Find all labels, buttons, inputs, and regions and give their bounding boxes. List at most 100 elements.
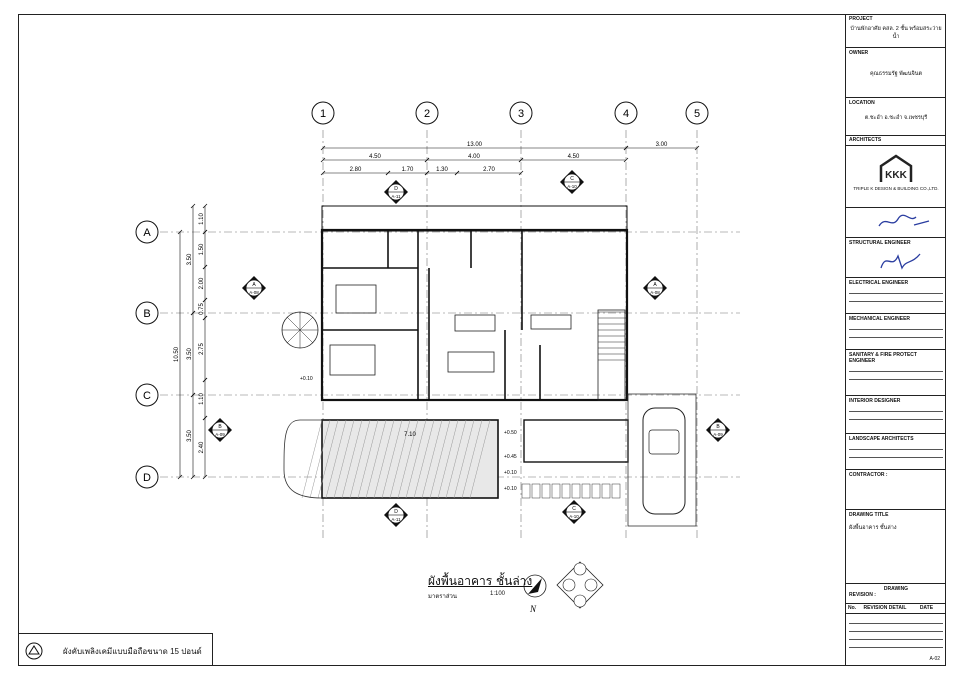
dim-tick	[518, 170, 524, 176]
tb-contractor: CONTRACTOR :	[846, 470, 946, 510]
section-tag: A-10	[567, 184, 577, 189]
step	[531, 483, 541, 499]
terrace-hatch	[421, 419, 443, 499]
car	[642, 407, 686, 515]
tb-electrical: ELECTRICAL ENGINEER	[846, 278, 946, 314]
tb-structural: STRUCTURAL ENGINEER	[846, 238, 946, 278]
tb-signoff: A-02	[846, 614, 946, 666]
svg-text:KKK: KKK	[885, 170, 907, 181]
terrace-hatch	[349, 419, 371, 499]
terrace-hatch	[341, 419, 363, 499]
grid-bubble-col	[311, 101, 335, 125]
section-letter: D	[394, 509, 398, 515]
dim-tick	[320, 170, 326, 176]
dim-left-mid: 3.50	[187, 430, 193, 442]
step	[521, 483, 531, 499]
dim-tick	[202, 264, 208, 270]
section-tag: A-08	[249, 290, 259, 295]
section-letter: A	[252, 282, 256, 288]
step	[611, 483, 621, 499]
grid-label-col: 4	[623, 108, 629, 120]
terrace-hatch	[413, 419, 435, 499]
grid-label-row: C	[143, 390, 151, 402]
grid-bubble-row	[135, 465, 159, 489]
scale-value: 1:100	[490, 591, 506, 597]
section-tag: A-08	[650, 290, 660, 295]
dim-tick	[202, 474, 208, 480]
dim-sub: 1.30	[436, 167, 448, 173]
dim-tick	[454, 170, 460, 176]
step	[541, 483, 551, 499]
level-mark: +0.50	[504, 430, 517, 436]
dim-tick	[190, 310, 196, 316]
key-plan-bubble	[573, 594, 587, 608]
plan-title: ผังพื้นอาคาร ชั้นล่าง	[428, 574, 533, 588]
dim-tick	[424, 170, 430, 176]
north-label: N	[529, 604, 537, 614]
dim-tick	[190, 203, 196, 209]
grid-bubble-row	[135, 301, 159, 325]
key-plan-icon	[556, 561, 604, 609]
dim-left-sub: 1.50	[199, 243, 205, 255]
terrace-hatch	[373, 419, 395, 499]
dim-left-sub: 2.40	[199, 441, 205, 453]
dim-tick	[177, 474, 183, 480]
section-tag: A-09	[713, 432, 723, 437]
legend-text: ผังคับเพลิงเคมีแบบมือถือขนาด 15 ปอนด์	[63, 647, 202, 656]
dim-left-mid: 3.50	[187, 348, 193, 360]
dim-tick	[424, 157, 430, 163]
dim-sub: 2.70	[483, 167, 495, 173]
dim-tick	[518, 157, 524, 163]
grid-bubble-row	[135, 220, 159, 244]
step	[561, 483, 571, 499]
dim-tick	[623, 157, 629, 163]
spiral-tread	[299, 329, 313, 343]
terrace-hatch	[429, 419, 451, 499]
grid-label-col: 2	[424, 108, 430, 120]
grid-label-row: B	[143, 308, 150, 320]
terrace-hatch	[309, 419, 331, 499]
dim-left-mid: 3.50	[187, 253, 193, 265]
grid-bubble-col	[614, 101, 638, 125]
building-outline	[320, 228, 629, 402]
step	[581, 483, 591, 499]
grid-bubble-col	[415, 101, 439, 125]
terrace-hatch	[325, 419, 347, 499]
dim-sub: 2.80	[350, 167, 362, 173]
key-plan-bubble	[562, 578, 576, 592]
terrace-hatch	[469, 419, 491, 499]
grid-label-col: 3	[518, 108, 524, 120]
section-tag: A-11	[391, 517, 401, 522]
signature-drawing	[880, 253, 921, 270]
tb-firm: KKK TRIPLE K DESIGN & BUILDING CO.,LTD.	[846, 146, 946, 208]
tb-landscape: LANDSCAPE ARCHITECTS	[846, 434, 946, 470]
title-block: PROJECT บ้านพักอาศัย คสล. 2 ชั้น พร้อมสร…	[845, 14, 946, 666]
dim-left-sub: 1.10	[199, 393, 205, 405]
sheet-code: A-02	[929, 656, 940, 662]
eave-outline	[321, 205, 628, 232]
tb-signature	[846, 208, 946, 238]
dim-mid: 4.00	[468, 154, 480, 160]
tb-project: PROJECT บ้านพักอาศัย คสล. 2 ชั้น พร้อมสร…	[846, 14, 946, 48]
dim-tick	[623, 145, 629, 151]
spiral-tread	[299, 317, 313, 331]
dim-left-sub: 1.10	[199, 213, 205, 225]
dim-left-sub: 0.75	[199, 303, 205, 315]
terrace-hatch	[437, 419, 459, 499]
level-mark: +0.10	[504, 470, 517, 476]
section-tag: A-11	[391, 194, 401, 199]
terrace-hatch	[453, 419, 475, 499]
dim-tick	[190, 474, 196, 480]
step	[591, 483, 601, 499]
level-mark: +0.10	[504, 486, 517, 492]
sheet-border	[18, 14, 946, 666]
step	[551, 483, 561, 499]
section-letter: C	[572, 506, 576, 512]
tb-interior: INTERIOR DESIGNER	[846, 396, 946, 434]
grid-bubble-row	[135, 383, 159, 407]
grid-bubble-col	[685, 101, 709, 125]
car-windshield	[648, 429, 680, 455]
terrace-hatch	[333, 419, 355, 499]
bed	[329, 344, 376, 376]
carport	[627, 393, 697, 527]
